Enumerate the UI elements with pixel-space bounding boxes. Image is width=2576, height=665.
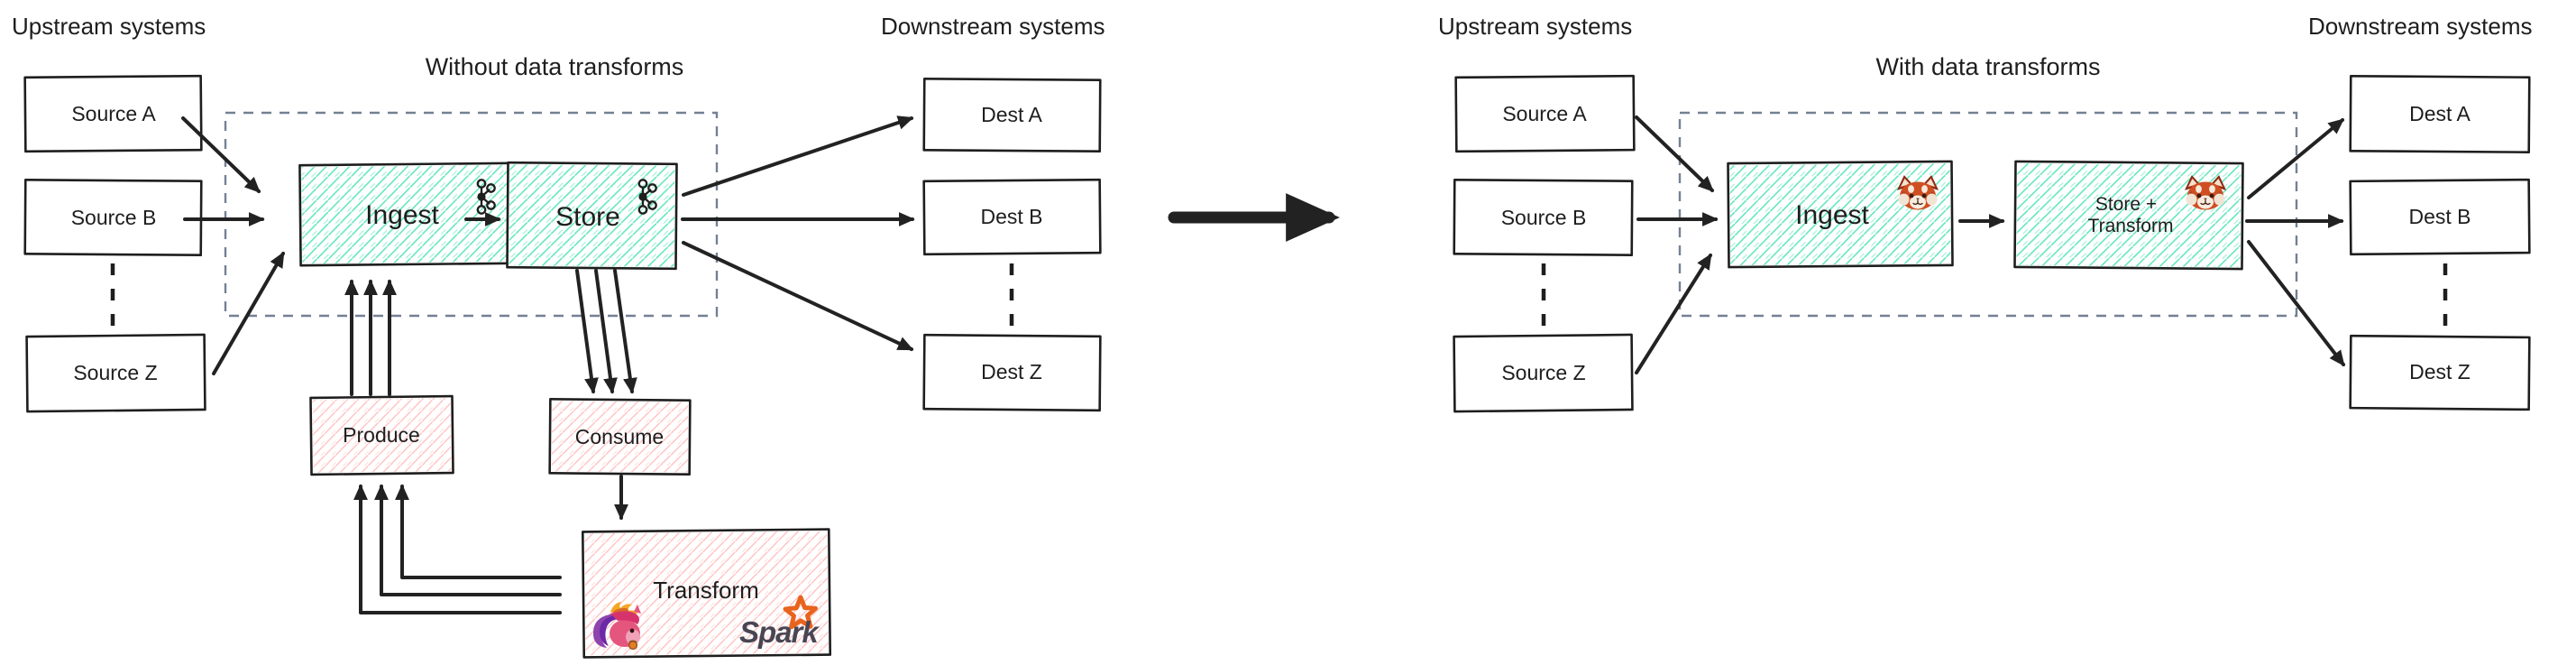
arrow-r-store-desta — [2247, 118, 2345, 199]
right-dest-a-box — [2349, 75, 2531, 153]
left-source-a-box — [23, 74, 203, 153]
left-source-z-box — [25, 333, 206, 413]
store-transform-label-line1: Store + — [2095, 194, 2157, 215]
arrow-r-sourcez-ingest — [1635, 253, 1712, 374]
arrow-store-consume-1 — [575, 269, 599, 394]
left-ingest-fill — [301, 164, 510, 264]
arrow-transform-produce-2 — [374, 484, 562, 596]
right-source-a-label: Source A — [1502, 102, 1587, 125]
arrow-sourcea-ingest — [181, 116, 261, 193]
right-dest-a-label: Dest A — [2409, 102, 2471, 125]
right-dest-z-label: Dest Z — [2409, 360, 2471, 383]
right-dest-z-box — [2349, 334, 2531, 411]
left-dest-z-box — [922, 333, 1102, 412]
right-title: With data transforms — [1875, 53, 2100, 80]
right-pipeline-boundary — [1678, 111, 2298, 318]
transform-fill — [584, 531, 829, 656]
right-diagram: Upstream systems With data transforms Do… — [1438, 13, 2533, 413]
arrow-store-desta — [682, 115, 914, 197]
right-dest-b-box — [2349, 178, 2531, 256]
arrow-store-consume-3 — [613, 269, 637, 394]
right-dest-b-label: Dest B — [2408, 205, 2471, 228]
right-ingest-label: Ingest — [1795, 200, 1869, 230]
store-transform-fill — [2016, 162, 2241, 268]
left-upstream-label: Upstream systems — [12, 13, 206, 40]
left-downstream-label: Downstream systems — [881, 13, 1105, 40]
consume-label: Consume — [575, 425, 664, 448]
left-pipeline-boundary — [224, 111, 719, 318]
spark-star-icon — [783, 595, 818, 630]
right-source-a-box — [1454, 74, 1636, 153]
left-dest-b-box — [922, 178, 1102, 256]
left-ingest-label: Ingest — [365, 200, 439, 230]
arrow-sourcez-ingest — [212, 251, 285, 375]
left-source-b-label: Source B — [71, 206, 157, 229]
left-source-a-label: Source A — [71, 102, 156, 125]
left-store-label: Store — [555, 202, 620, 232]
right-source-b-label: Source B — [1501, 206, 1587, 229]
right-source-b-box — [1453, 179, 1634, 256]
store-transform-label-line2: Transform — [2088, 216, 2174, 236]
right-upstream-label: Upstream systems — [1438, 13, 1632, 40]
produce-fill — [312, 398, 452, 473]
left-store-fill — [509, 164, 675, 267]
left-dest-z-label: Dest Z — [981, 360, 1042, 383]
arrow-transform-produce-3 — [395, 484, 562, 579]
right-downstream-label: Downstream systems — [2308, 13, 2533, 40]
left-diagram: Upstream systems Without data transforms… — [12, 13, 1105, 659]
left-dest-a-label: Dest A — [981, 103, 1042, 126]
left-dest-b-label: Dest B — [980, 205, 1042, 228]
right-source-z-label: Source Z — [1501, 361, 1585, 384]
arrow-r-store-destz — [2247, 240, 2345, 367]
arrow-r-sourcea-ingest — [1635, 115, 1714, 192]
spark-logo: Spark — [739, 595, 820, 649]
consume-fill — [551, 401, 689, 473]
left-title: Without data transforms — [426, 53, 684, 80]
left-dest-a-box — [922, 78, 1102, 152]
right-source-z-box — [1453, 333, 1634, 413]
right-ingest-fill — [1729, 162, 1951, 266]
spark-label: Spark — [739, 615, 820, 649]
arrow-store-destz — [682, 241, 914, 351]
transform-label: Transform — [653, 577, 759, 604]
arrow-store-consume-2 — [594, 269, 618, 394]
arrow-transform-produce-1 — [353, 484, 562, 614]
produce-label: Produce — [343, 423, 420, 447]
left-source-z-label: Source Z — [73, 361, 157, 384]
